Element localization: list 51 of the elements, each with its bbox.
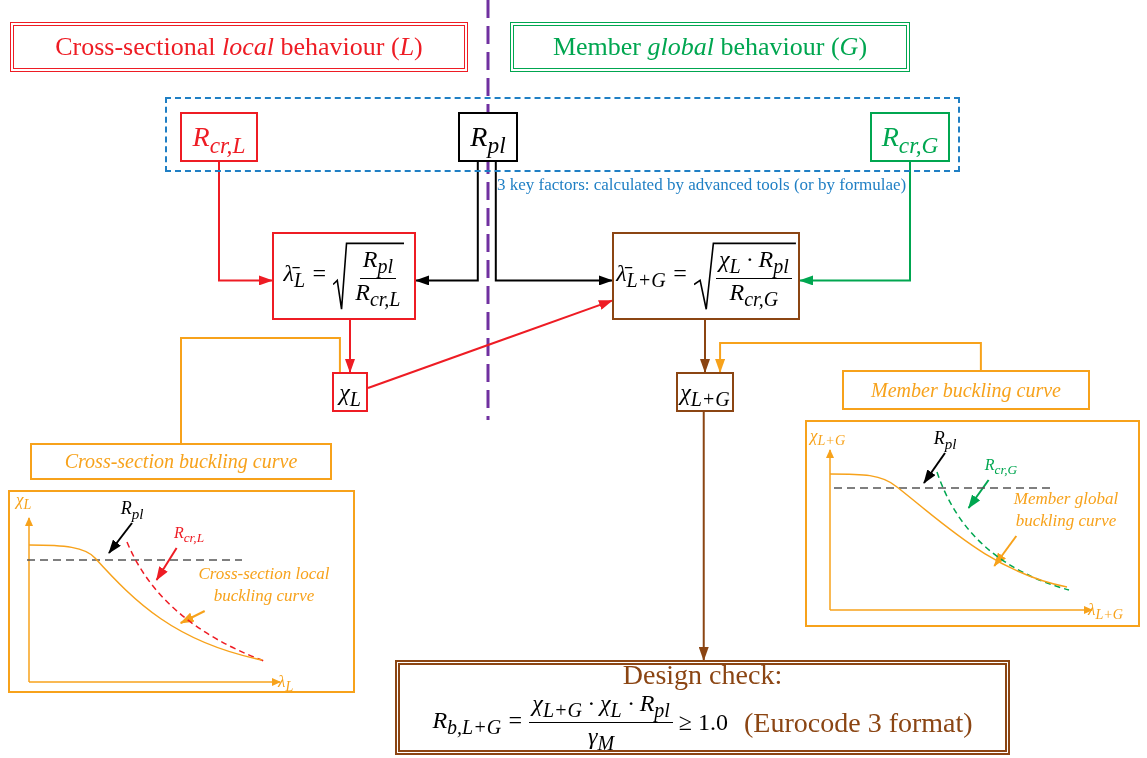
leader-line [923,452,946,484]
arrow [715,342,982,373]
leader-line [179,610,206,624]
chart-title-box: Member buckling curve [842,370,1090,410]
leader-line [993,535,1018,567]
formula-box [612,232,800,320]
axis-label: λ$_{L}$ [278,672,294,696]
annotation-text: Member global buckling curve [995,488,1137,536]
heading-box: Cross-sectional local behaviour (L) [10,22,468,72]
annotation-text: R$_{cr,G}$ [970,450,1032,480]
arrow [494,161,613,286]
denominator: R$_{cr,G}$ [729,278,779,311]
numerator: χ$_{L}$ · R$_{pl}$ [715,245,792,279]
axis-label: χ$_{L}$ [16,490,32,514]
arrow [799,161,911,286]
annotation-text: R$_{cr,L}$ [158,518,220,548]
formula-text: R$_{b,L+G}$ = [432,706,524,739]
caption-text: 3 key factors: calculated by advanced tools (or by formulae) [497,175,907,195]
axis-label: χ$_{L+G}$ [810,426,846,450]
leader-line [155,547,178,581]
formula-text: λ̄$_{L+G}$ = [616,260,688,292]
arrow [415,161,479,286]
annotation-text: Cross-section local buckling curve [186,563,342,611]
variable-box: χ$_{L+G}$ [676,372,734,412]
leader-line [108,522,133,554]
axis-label: λ$_{L+G}$ [1088,600,1124,624]
arrow [218,161,273,286]
heading-box: Member global behaviour (G) [510,22,910,72]
chart-title-box: Cross-section buckling curve [30,443,332,480]
leader-line [967,479,990,509]
denominator: R$_{cr,L}$ [355,278,401,311]
factor-box: R$_{cr,L}$ [180,112,258,162]
arrow [345,319,355,373]
arrow [700,319,710,373]
heading-text: Design check: [622,660,783,691]
formula-text: λ̄$_{L}$ = [283,260,328,292]
arrow [698,411,709,661]
design-check-box [395,660,1010,755]
factor-box: R$_{pl}$ [458,112,518,162]
numerator: χ$_{L+G}$ · χ$_{L}$ · R$_{pl}$ [529,690,673,723]
variable-box: χ$_{L}$ [332,372,368,412]
formula-text: ≥ 1.0 [678,709,729,736]
connector-line [180,337,341,444]
formula-box [272,232,416,320]
numerator: R$_{pl}$ [359,245,396,279]
denominator: γ$_{M}$ [588,723,615,755]
factor-box: R$_{cr,G}$ [870,112,950,162]
arrow [367,299,613,389]
note-text: (Eurocode 3 format) [744,706,973,739]
annotation-text: R$_{pl}$ [112,493,152,523]
annotation-text: R$_{pl}$ [925,423,965,453]
